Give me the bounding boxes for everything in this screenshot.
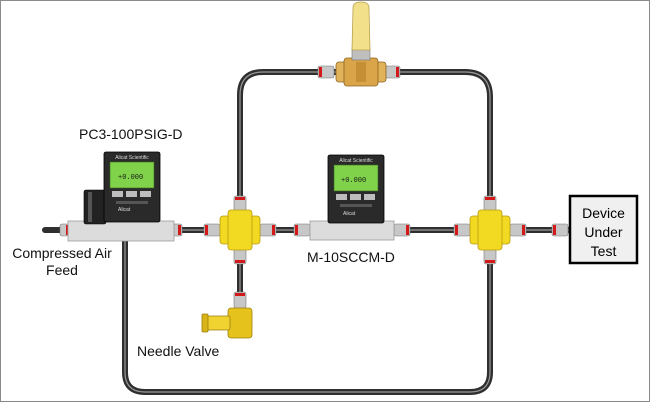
controller-manifold (67, 220, 175, 242)
dut-label-line3: Test (591, 243, 617, 259)
dut-label-line1: Device (582, 205, 625, 221)
fitting-right-tee-east (509, 223, 527, 237)
svg-text:Alicat: Alicat (118, 207, 131, 213)
fittings (59, 65, 569, 309)
controller-valve (83, 189, 107, 225)
fitting-valve-west (317, 65, 335, 79)
fitting-left-tee-west (203, 223, 221, 237)
meter-manifold (309, 220, 395, 241)
fitting-needle-top (233, 291, 247, 309)
needle-valve (201, 307, 253, 339)
tee-right (469, 209, 511, 251)
fitting-left-tee-east (259, 223, 277, 237)
feed-label-line1: Compressed Air (12, 245, 112, 261)
meter-reading: +0.000 (341, 177, 366, 185)
flow-meter: Alicat Scientific +0.000 Alicat (309, 154, 395, 241)
controller-reading: +0.000 (118, 174, 143, 182)
meter-lcd (333, 164, 379, 192)
dut-label-line2: Under (584, 224, 622, 240)
needle-valve-label: Needle Valve (137, 343, 219, 359)
svg-text:Alicat: Alicat (343, 211, 356, 217)
meter-label: M-10SCCM-D (307, 249, 395, 265)
controller-brand: Alicat Scientific (115, 155, 149, 161)
feed-label-line2: Feed (46, 262, 78, 278)
dut-box (568, 194, 639, 265)
fitting-right-tee-north (483, 195, 497, 213)
tee-left (219, 209, 261, 251)
device-under-test: Device Under Test (568, 194, 639, 265)
meter-brand: Alicat Scientific (339, 158, 373, 164)
valve-handle (351, 1, 371, 51)
fitting-dut-in (551, 223, 569, 237)
pressure-controller: Alicat Scientific +0.000 Alicat (67, 151, 175, 242)
fitting-meter-in (293, 223, 311, 237)
controller-label: PC3-100PSIG-D (79, 126, 182, 142)
fitting-meter-out (393, 223, 411, 237)
fitting-valve-east (383, 65, 401, 79)
controller-lcd (109, 161, 155, 189)
fitting-right-tee-south (483, 247, 497, 265)
ball-valve (335, 1, 387, 87)
fitting-right-tee-west (453, 223, 471, 237)
